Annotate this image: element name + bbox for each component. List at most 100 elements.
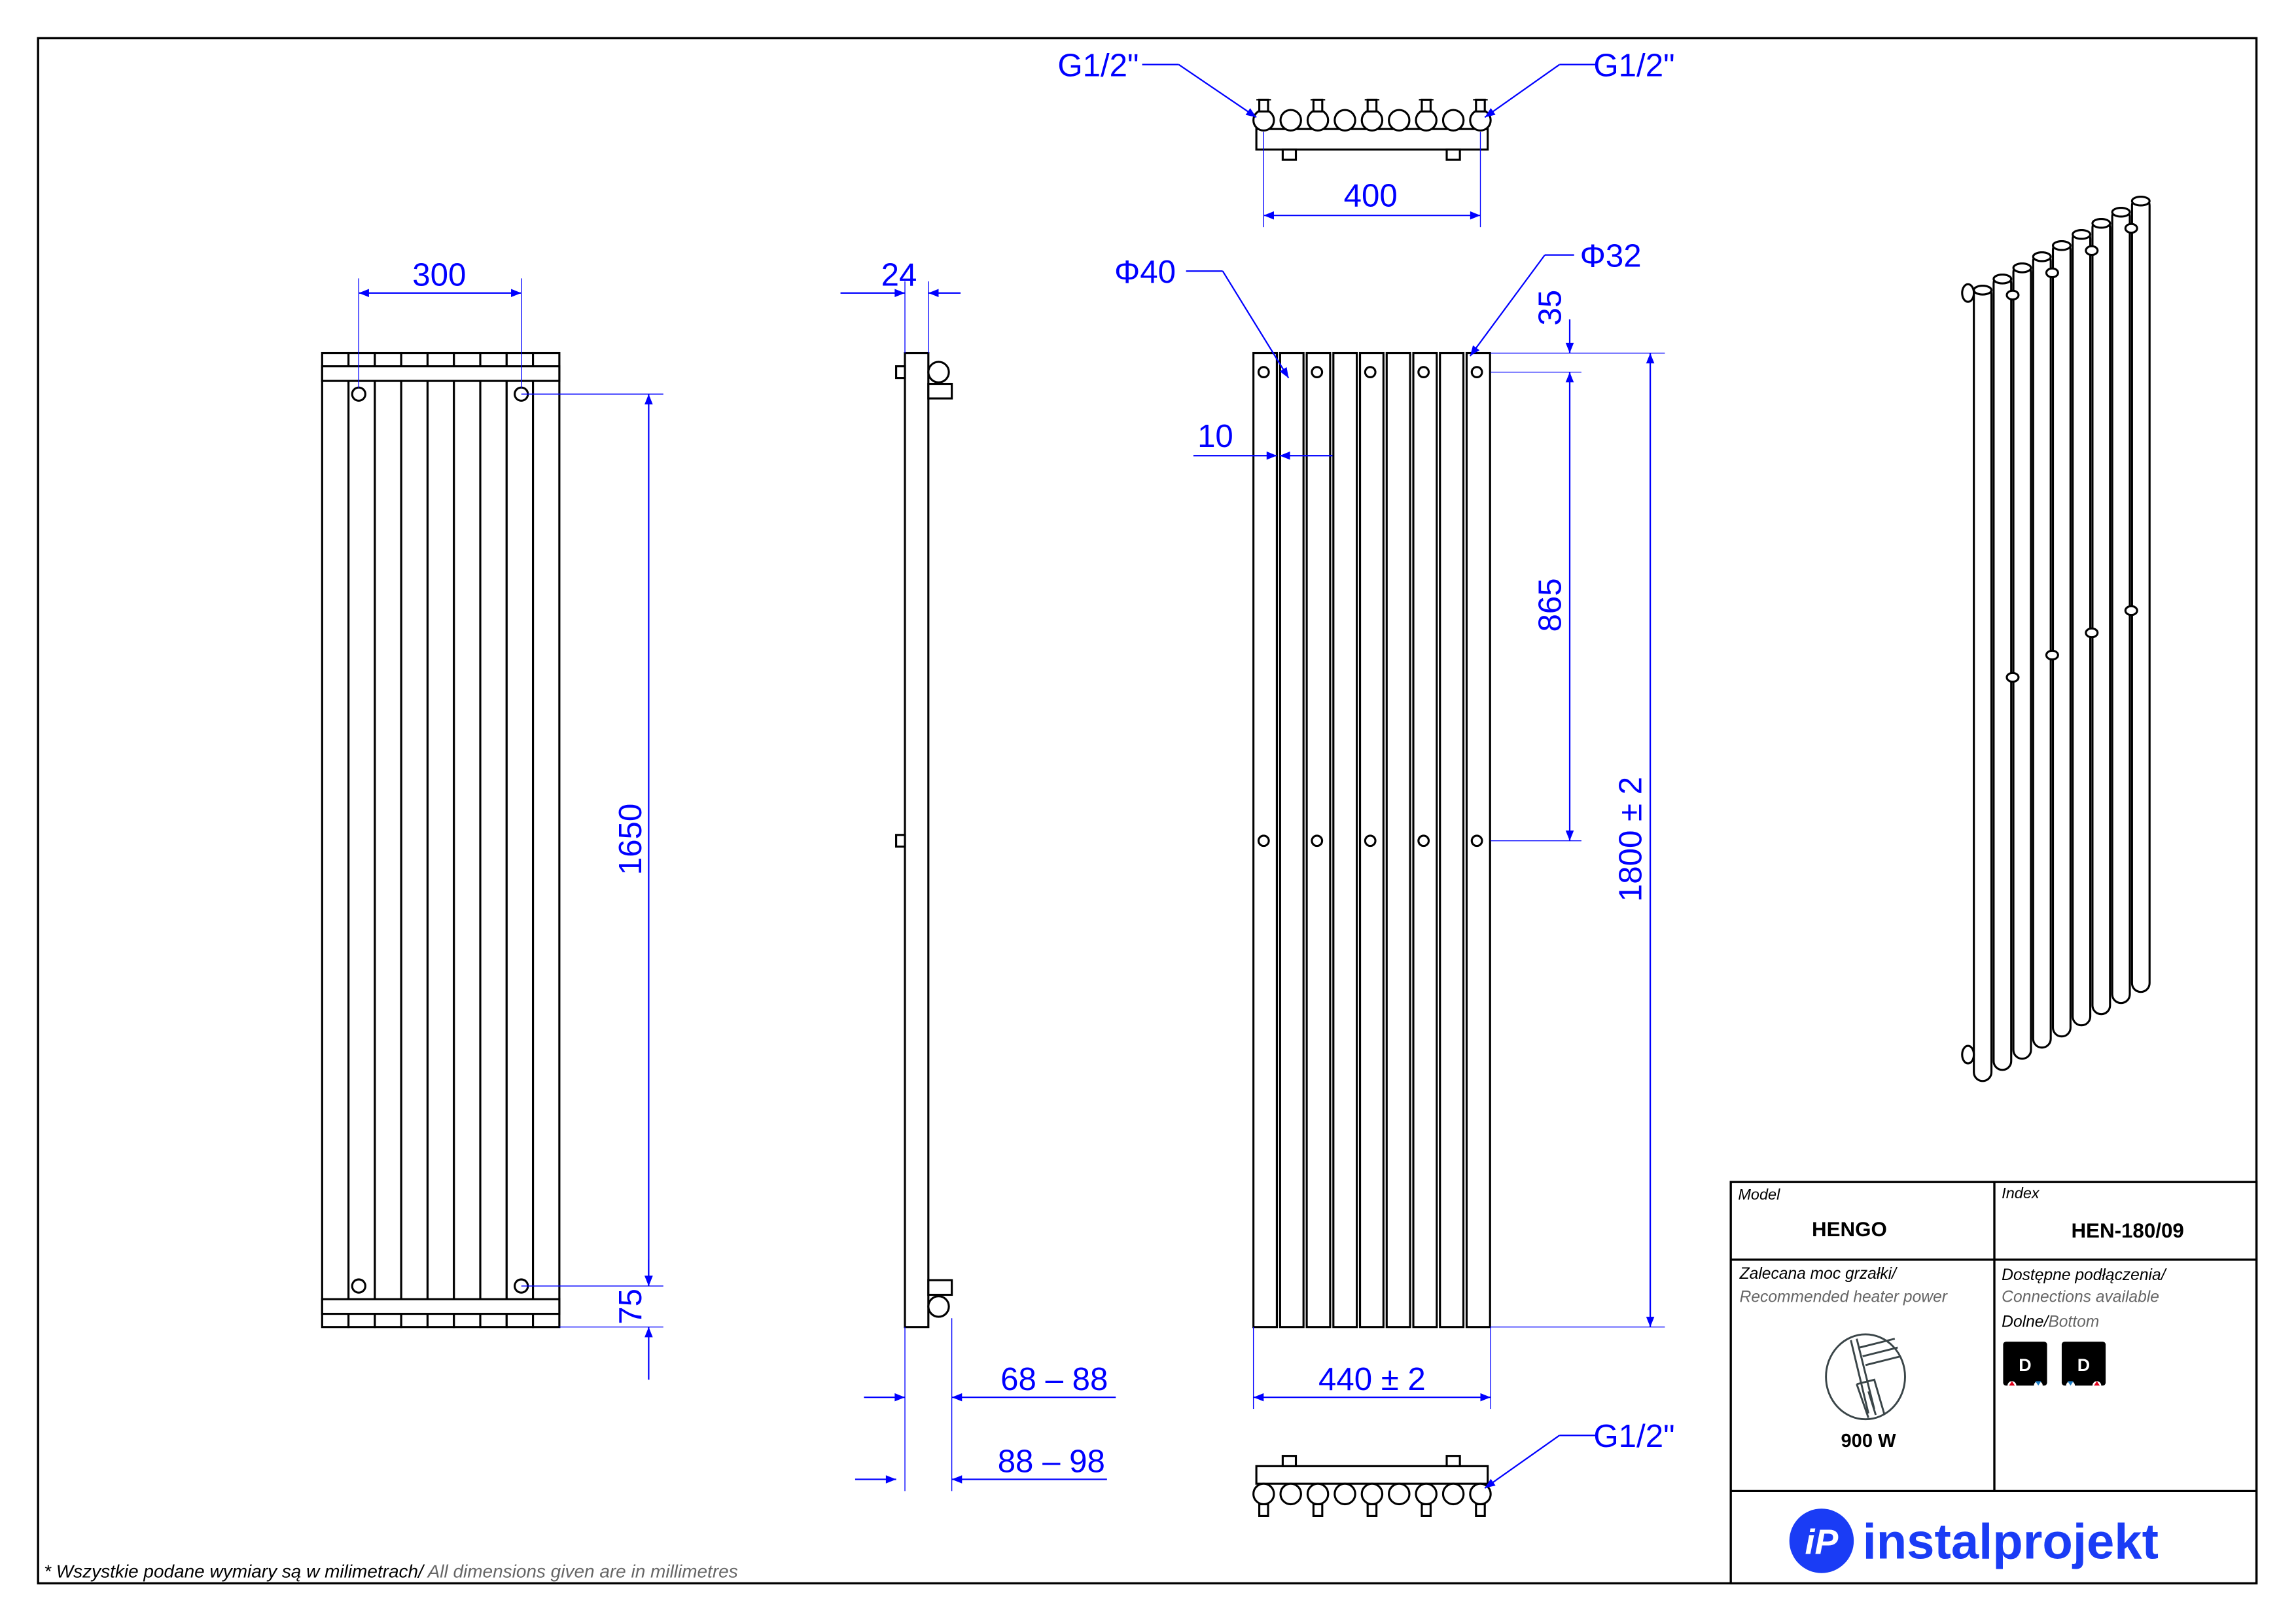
svg-text:iP: iP (1805, 1523, 1839, 1562)
top-bar (321, 365, 561, 382)
tube (453, 351, 482, 1329)
heater-icon (1825, 1333, 1906, 1421)
tube (1279, 351, 1305, 1329)
mount-hole (1257, 366, 1270, 379)
power-label-pl: Zalecana moc grzałki/ (1739, 1265, 1898, 1283)
brand-name: instalprojekt (1863, 1514, 2159, 1569)
dim-side-wall1: 68 – 88 (1000, 1361, 1108, 1397)
instalprojekt-logo: iP instalprojekt (1789, 1508, 2159, 1573)
svg-text:D: D (2077, 1355, 2090, 1375)
dim-thread-bottom: G1/2" (1593, 1418, 1674, 1454)
tube-section (1252, 109, 1275, 132)
tube (1439, 351, 1465, 1329)
tube-section (1333, 1482, 1356, 1506)
mount-hole (1257, 834, 1270, 847)
dim-total-width: 440 ± 2 (1318, 1361, 1426, 1397)
tube (1992, 274, 2013, 1071)
tube (1332, 351, 1358, 1329)
tube-section (1279, 1482, 1302, 1506)
tube (532, 351, 561, 1329)
model-value: HENGO (1812, 1218, 1887, 1241)
tube-section (1360, 109, 1384, 132)
dim-gap: 10 (1197, 418, 1233, 454)
mount-hole (1470, 366, 1483, 379)
tube (1973, 285, 1993, 1082)
tube-section (1306, 109, 1330, 132)
tube-section (1415, 109, 1438, 132)
front-view (321, 351, 561, 1329)
dim-front-width: 300 (412, 257, 466, 293)
tube (2091, 217, 2111, 1016)
dim-front-bottom: 75 (612, 1289, 648, 1325)
tube (400, 351, 429, 1329)
dim-tube-large: Φ40 (1114, 254, 1176, 290)
mount-hole (1364, 366, 1377, 379)
tube-section (1279, 109, 1302, 132)
tube (321, 351, 350, 1329)
dim-side-wall2: 88 – 98 (998, 1443, 1105, 1479)
front-dimensions: 300 1650 75 (358, 257, 663, 1380)
dim-front-height: 1650 (612, 804, 648, 876)
index-value: HEN-180/09 (2071, 1219, 2183, 1242)
index-label: Index (2002, 1185, 2040, 1202)
connections-label-en: Connections available (2002, 1289, 2159, 1306)
bottom-dimensions: G1/2" (1484, 1418, 1675, 1489)
top-dimensions: 400 G1/2" G1/2" (1057, 48, 1675, 228)
tube (505, 351, 535, 1329)
tube-section (1252, 1482, 1275, 1506)
tube (479, 351, 508, 1329)
mount-hole (1417, 366, 1430, 379)
tube-section (1360, 1482, 1384, 1506)
tube-section (1469, 109, 1492, 132)
tube (2130, 195, 2151, 993)
bottom-bar (321, 1298, 561, 1315)
dim-tube-small: Φ32 (1580, 238, 1642, 274)
tube-section (1388, 1482, 1411, 1506)
mount-point (351, 386, 366, 402)
sheet-border (37, 37, 2258, 1585)
mount-point (351, 1278, 366, 1294)
mount-hole (1311, 834, 1324, 847)
rear-view (1252, 351, 1491, 1329)
side-view (895, 351, 953, 1329)
connection-type: Dolne/Bottom (2002, 1313, 2099, 1331)
connections-label-pl: Dostępne podłączenia/ (2002, 1266, 2167, 1284)
tube (426, 351, 455, 1329)
dim-total-height: 1800 ± 2 (1613, 777, 1649, 902)
dim-top-offset: 35 (1532, 290, 1568, 326)
tube (2111, 206, 2131, 1005)
dim-thread-right: G1/2" (1593, 48, 1674, 84)
tube (2072, 228, 2092, 1027)
title-block: Model HENGO Index HEN-180/09 Zalecana mo… (1729, 1181, 2258, 1585)
rear-dimensions: Φ40 Φ32 10 35 865 1800 ± 2 440 ± 2 (1114, 238, 1665, 1410)
dim-connection-spacing: 400 (1344, 178, 1398, 214)
top-view (1252, 98, 1492, 161)
svg-text:D: D (2019, 1355, 2031, 1375)
side-dimensions: 24 68 – 88 88 – 98 (840, 257, 1116, 1491)
mount-hole (1470, 834, 1483, 847)
tube (1385, 351, 1411, 1329)
tube-section (1441, 109, 1465, 132)
tube-section (1388, 109, 1411, 132)
tube (374, 351, 402, 1329)
power-value: 900 W (1841, 1431, 1897, 1452)
power-label-en: Recommended heater power (1740, 1289, 1949, 1306)
tube (347, 351, 376, 1329)
isometric-view (1961, 195, 2151, 1082)
dim-side-depth: 24 (881, 257, 917, 293)
bottom-view (1252, 1455, 1492, 1517)
footer-note: * Wszystkie podane wymiary są w milimetr… (44, 1561, 738, 1581)
tube (2012, 262, 2032, 1060)
model-label: Model (1738, 1186, 1780, 1203)
tube-section (1441, 1482, 1465, 1506)
mount-hole (1311, 366, 1324, 379)
tube-section (1333, 109, 1356, 132)
tube (2032, 251, 2052, 1049)
connection-badge-2: D (2061, 1342, 2106, 1390)
connection-badge-1: D (2003, 1342, 2047, 1390)
dim-bracket-spacing: 865 (1532, 578, 1568, 632)
mount-hole (1417, 834, 1430, 847)
tube-section (1306, 1482, 1330, 1506)
tube-section (1415, 1482, 1438, 1506)
